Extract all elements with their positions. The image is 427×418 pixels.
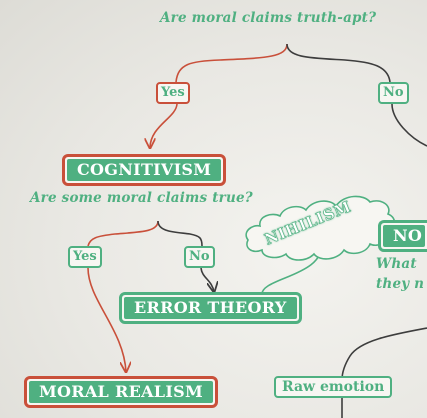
question-some-true: Are some moral claims true?: [30, 190, 253, 206]
answer-yes-some-true: Yes: [68, 246, 102, 268]
arrow-to-error-theory: [200, 267, 214, 292]
answer-no-truth-apt: No: [378, 82, 409, 104]
branch-truth-apt-yes: [175, 43, 288, 83]
branch-truth-apt-no: [286, 43, 391, 83]
node-moral-realism: MORAL REALISM: [24, 376, 218, 408]
question-they-partial: they n: [376, 276, 425, 292]
line-lower-right: [341, 327, 427, 381]
node-cognitivism-label: COGNITIVISM: [67, 159, 222, 181]
question-what-partial: What: [376, 256, 417, 272]
question-truth-apt: Are moral claims truth-apt?: [160, 10, 377, 26]
arrow-to-cognitivism: [150, 103, 178, 148]
branch-true-yes: [87, 220, 159, 247]
node-error-theory-label: ERROR THEORY: [124, 297, 297, 319]
node-moral-realism-label: MORAL REALISM: [29, 381, 213, 403]
node-error-theory: ERROR THEORY: [119, 292, 302, 324]
answer-no-some-true: No: [184, 246, 215, 268]
node-cognitivism: COGNITIVISM: [62, 154, 227, 186]
node-noncognitivism-partial-label: NO: [383, 225, 425, 247]
node-noncognitivism-partial: NO: [378, 220, 427, 252]
arrow-to-moral-realism: [87, 267, 126, 372]
answer-yes-truth-apt: Yes: [156, 82, 190, 104]
branch-true-no: [157, 220, 203, 247]
node-raw-emotion: Raw emotion: [274, 376, 393, 398]
line-no-down: [391, 103, 427, 147]
